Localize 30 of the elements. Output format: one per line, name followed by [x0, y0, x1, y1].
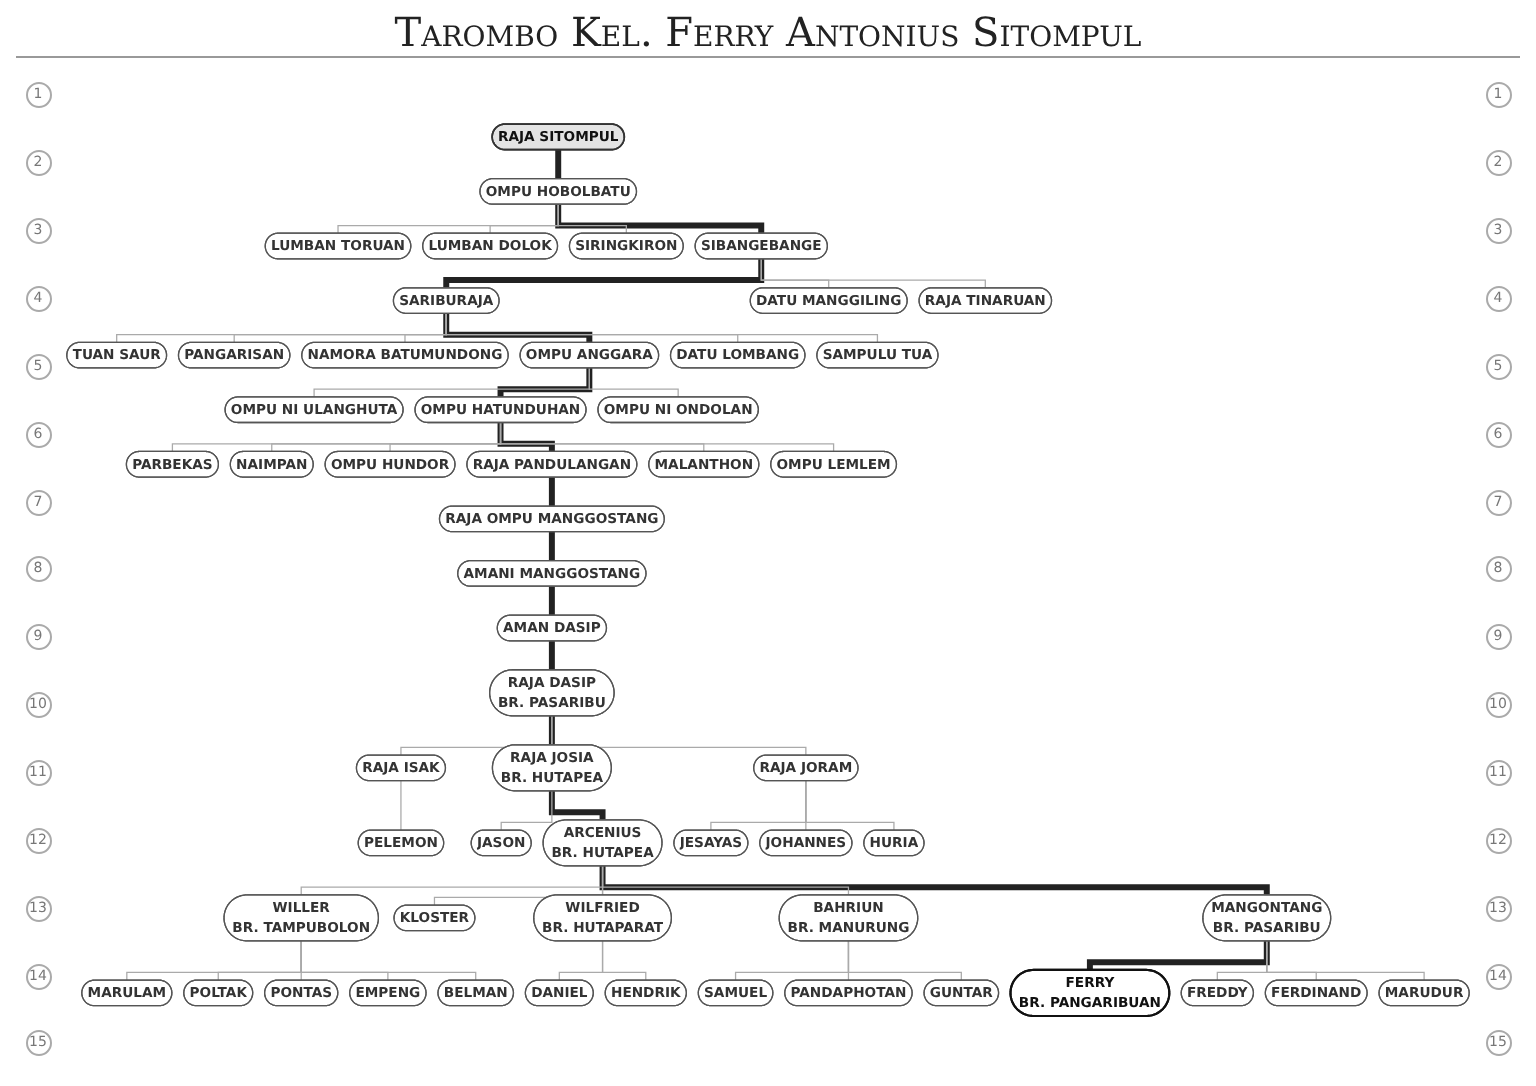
- connector: [555, 204, 765, 234]
- connector: [548, 477, 555, 507]
- connector: [443, 258, 765, 288]
- connector: [400, 779, 402, 831]
- connector: [601, 940, 647, 981]
- connector: [548, 586, 555, 616]
- connector: [548, 715, 555, 745]
- connector: [548, 790, 606, 820]
- connector: [548, 640, 555, 670]
- connector: [805, 779, 895, 831]
- connector: [760, 258, 986, 289]
- connector: [548, 531, 555, 561]
- connector: [557, 203, 627, 234]
- connector: [497, 367, 593, 397]
- connector: [601, 865, 850, 896]
- title: Tarombo Kel. Ferry Antonius Sitompul: [16, 8, 1520, 58]
- connector: [555, 149, 562, 179]
- connector: [1086, 940, 1270, 970]
- connector: [599, 865, 1270, 895]
- connector: [443, 313, 593, 343]
- connector: [445, 312, 879, 343]
- connector: [588, 367, 679, 398]
- connector: [445, 312, 739, 343]
- connector: [500, 790, 553, 831]
- connector: [847, 940, 962, 981]
- connector: [1266, 940, 1425, 981]
- connector: [499, 421, 835, 453]
- connector: [300, 940, 477, 981]
- connector: [499, 421, 705, 453]
- connector: [497, 422, 555, 452]
